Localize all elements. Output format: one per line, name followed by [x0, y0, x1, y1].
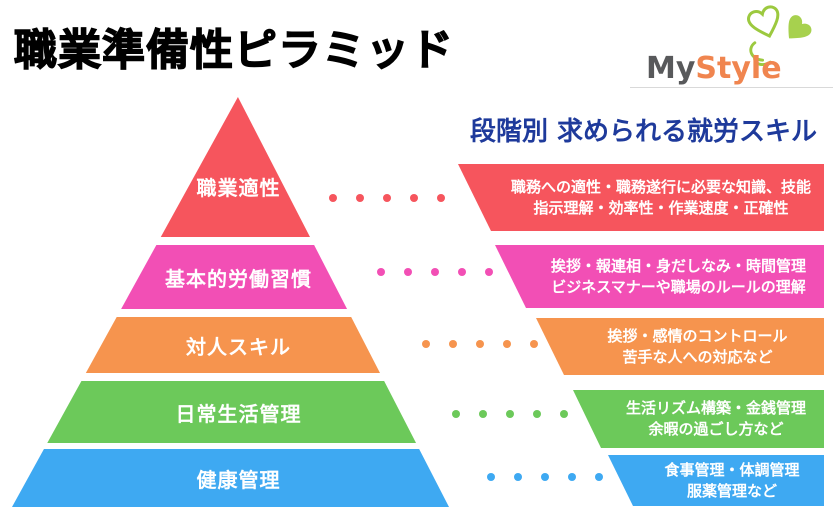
- dot-icon: [485, 268, 493, 276]
- desc-line-1: 食事管理・体調管理: [664, 460, 800, 479]
- desc-line-1: 生活リズム構築・金銭管理: [625, 399, 806, 417]
- connector-dots: [452, 410, 568, 418]
- dot-icon: [356, 194, 364, 202]
- dot-icon: [437, 194, 445, 202]
- dot-icon: [487, 473, 495, 481]
- dot-icon: [383, 194, 391, 202]
- pyramid-level-label: 基本的労働習慣: [165, 266, 312, 291]
- dot-icon: [514, 473, 522, 481]
- connector-dots: [487, 473, 603, 481]
- pyramid-level-shokugyo-tekisei: 職業適性: [12, 97, 449, 237]
- dot-icon: [329, 194, 337, 202]
- mystyle-logo: MyStyle: [630, 4, 833, 88]
- pyramid-level-nichijo-seikatsu-kanri: 日常生活管理: [12, 381, 449, 443]
- pyramid-level-label: 日常生活管理: [175, 401, 302, 426]
- connector-dots: [377, 268, 493, 276]
- logo-underline: [630, 87, 833, 88]
- description-box-kenko-kanri: 食事管理・体調管理 服薬管理など: [608, 455, 824, 506]
- dot-icon: [476, 340, 484, 348]
- pyramid-level-kihonteki-rodo-shukan: 基本的労働習慣: [12, 245, 449, 309]
- pyramid: 職業適性 基本的労働習慣 対人スキル 日常生活管理 健康管理: [12, 97, 449, 507]
- dot-icon: [452, 410, 460, 418]
- subtitle: 段階別 求められる就労スキル: [469, 117, 817, 147]
- dot-icon: [533, 410, 541, 418]
- dot-icon: [503, 340, 511, 348]
- dot-icon: [458, 268, 466, 276]
- dot-icon: [560, 410, 568, 418]
- clover-heart-icon: [745, 4, 814, 66]
- pyramid-level-label: 職業適性: [196, 176, 281, 200]
- dot-icon: [506, 410, 514, 418]
- connector-dots: [329, 194, 445, 202]
- logo-text-my: My: [646, 51, 696, 86]
- desc-line-2: 服薬管理など: [686, 481, 777, 500]
- desc-line-1: 職務への適性・職務遂行に必要な知識、技能: [510, 177, 811, 196]
- dot-icon: [568, 473, 576, 481]
- pyramid-level-label: 健康管理: [196, 467, 281, 492]
- description-box-kihonteki-rodo-shukan: 挨拶・報連相・身だしなみ・時間管理 ビジネスマナーや職場のルールの理解: [495, 245, 824, 308]
- dot-icon: [541, 473, 549, 481]
- dot-icon: [377, 268, 385, 276]
- pyramid-level-taijin-skill: 対人スキル: [12, 317, 449, 373]
- pyramid-level-label: 対人スキル: [186, 334, 291, 359]
- dot-icon: [479, 410, 487, 418]
- description-box-shokugyo-tekisei: 職務への適性・職務遂行に必要な知識、技能 指示理解・効率性・作業速度・正確性: [458, 164, 824, 231]
- dot-icon: [422, 340, 430, 348]
- pyramid-level-kenko-kanri: 健康管理: [12, 449, 449, 507]
- dot-icon: [404, 268, 412, 276]
- page-title: 職業準備性ピラミッド: [13, 25, 454, 76]
- logo-text-style: Style: [695, 51, 782, 86]
- connector-dots: [422, 340, 538, 348]
- dot-icon: [410, 194, 418, 202]
- desc-line-2: ビジネスマナーや職場のルールの理解: [551, 277, 806, 296]
- dot-icon: [431, 268, 439, 276]
- desc-line-2: 指示理解・効率性・作業速度・正確性: [533, 198, 789, 217]
- description-box-taijin-skill: 挨拶・感情のコントロール 苦手な人への対応など: [536, 318, 824, 375]
- dot-icon: [449, 340, 457, 348]
- desc-line-2: 苦手な人への対応など: [622, 347, 773, 366]
- description-box-nichijo-seikatsu-kanri: 生活リズム構築・金銭管理 余暇の過ごし方など: [573, 390, 824, 448]
- desc-line-1: 挨拶・感情のコントロール: [607, 326, 788, 345]
- desc-line-2: 余暇の過ごし方など: [648, 420, 784, 438]
- desc-line-1: 挨拶・報連相・身だしなみ・時間管理: [550, 256, 806, 275]
- dot-icon: [595, 473, 603, 481]
- logo-wordmark: MyStyle: [646, 51, 782, 86]
- dot-icon: [530, 340, 538, 348]
